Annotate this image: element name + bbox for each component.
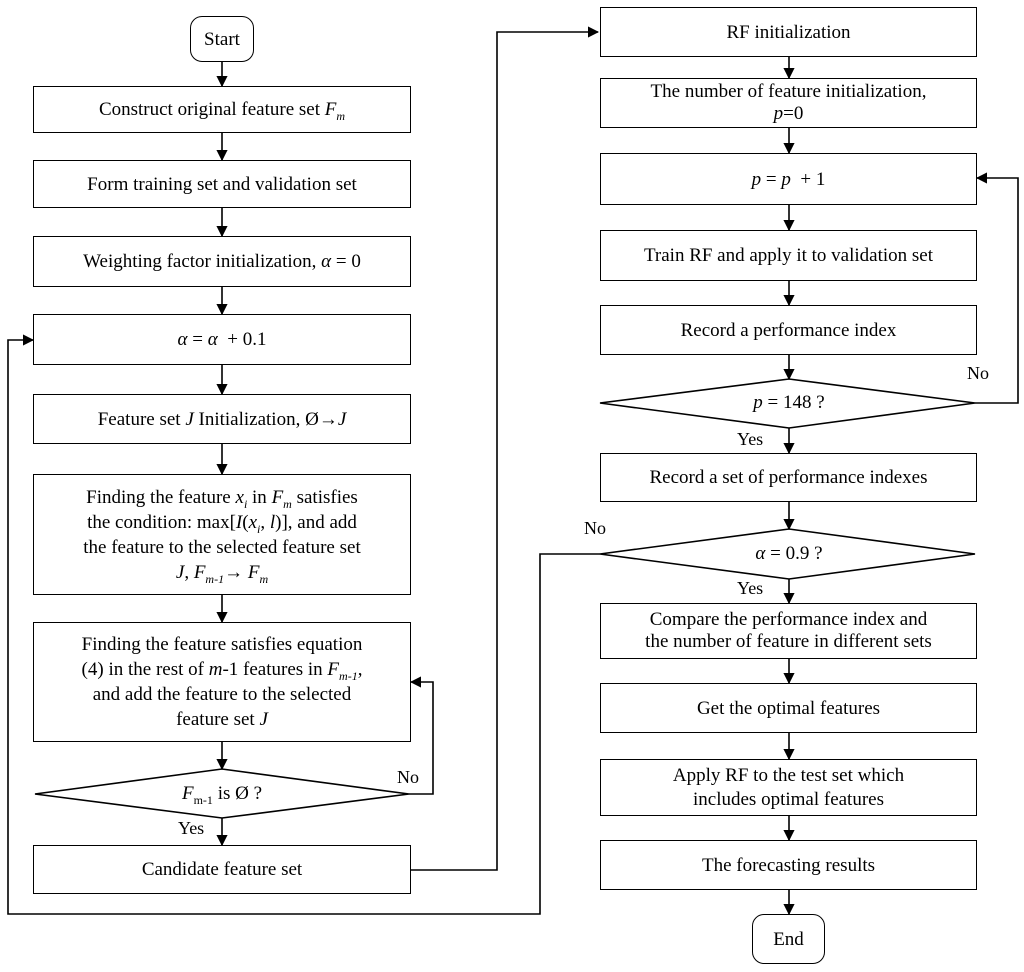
finding2-line1: Finding the feature satisfies equation: [81, 634, 363, 655]
finding2-line3: and add the feature to the selected: [92, 684, 352, 705]
end-label: End: [773, 928, 804, 950]
arrow-no-loop-pinc: [975, 172, 1019, 404]
finding1-line3: the feature to the selected feature set: [83, 536, 361, 558]
finding1-line2: the condition: max[I(xi, l)], and add: [87, 511, 357, 536]
compare-performance-box: Compare the performance index and the nu…: [600, 603, 977, 659]
optimal-features-box: Get the optimal features: [600, 683, 977, 733]
finding-feature-condition-box: Finding the feature xi in Fm satisfies t…: [33, 474, 411, 595]
weighting-init-box: Weighting factor initialization, α = 0: [33, 236, 411, 287]
decision-fm1-yes-label: Yes: [178, 818, 205, 838]
record-performance-index-box: Record a performance index: [600, 305, 977, 355]
rf-initialization-box: RF initialization: [600, 7, 977, 57]
start-terminal: Start: [190, 16, 254, 62]
forecasting-results-box: The forecasting results: [600, 840, 977, 890]
finding2-line4: feature set J: [176, 709, 268, 730]
arrow-no-loop-finding2: [409, 676, 434, 795]
start-label: Start: [204, 28, 240, 50]
var-m: m: [336, 108, 346, 123]
decision-diamond-alpha: [599, 528, 976, 580]
rf-init-label: RF initialization: [726, 21, 851, 43]
finding1-line4: J, Fm-1→ Fm: [175, 561, 269, 586]
record-label: Record a performance index: [680, 319, 897, 341]
candidate-feature-set-box: Candidate feature set: [33, 845, 411, 894]
decision-p-label: p = 148 ?: [753, 392, 825, 413]
decision-fm1-label: Fm-1 is Ø ?: [181, 783, 263, 807]
decision-alpha-yes-label: Yes: [737, 578, 764, 598]
decision-alpha-label: α = 0.9 ?: [755, 543, 823, 564]
train-label: Train RF and apply it to validation set: [643, 245, 934, 266]
num-init-line2: p=0: [773, 103, 804, 124]
forecast-label: The forecasting results: [701, 854, 876, 876]
finding2-line2: (4) in the rest of m-1 features in Fm-1,: [81, 659, 363, 683]
feature-set-j-init-box: Feature set J Initialization, Ø→J: [33, 394, 411, 444]
alpha-increment-box: α = α + 0.1: [33, 314, 411, 365]
optimal-label: Get the optimal features: [696, 697, 881, 719]
record-set-label: Record a set of performance indexes: [649, 467, 928, 488]
form-label: Form training set and validation set: [87, 173, 357, 195]
construct-feature-set-box: Construct original feature set Fm: [33, 86, 411, 133]
decision-p-yes-label: Yes: [737, 429, 764, 449]
init-j-mid: Initialization, Ø: [193, 408, 319, 430]
record-set-performance-box: Record a set of performance indexes: [600, 453, 977, 502]
var-alpha: α: [321, 251, 332, 272]
compare-line1: Compare the performance index and: [649, 609, 928, 630]
var-alpha: α: [207, 329, 218, 350]
arrow-no-loop-alpha: [7, 334, 600, 915]
apply-line1: Apply RF to the test set which: [672, 764, 905, 786]
decision-fm1-no-label: No: [397, 767, 419, 787]
form-training-set-box: Form training set and validation set: [33, 160, 411, 208]
feature-number-init-box: The number of feature initialization, p=…: [600, 78, 977, 128]
train-rf-box: Train RF and apply it to validation set: [600, 230, 977, 281]
apply-rf-test-box: Apply RF to the test set which includes …: [600, 759, 977, 816]
end-terminal: End: [752, 914, 825, 964]
candidate-label: Candidate feature set: [141, 859, 303, 880]
equals-sign: =: [187, 329, 208, 350]
alpha-step: + 0.1: [217, 329, 267, 350]
var-J: J: [185, 408, 194, 430]
weighting-value: = 0: [331, 251, 361, 272]
construct-label: Construct original feature set: [98, 99, 325, 120]
finding1-line1: Finding the feature xi in Fm satisfies: [86, 486, 358, 511]
var-J: J: [337, 408, 347, 430]
compare-line2: the number of feature in different sets: [645, 631, 932, 652]
p-increment-box: p = p + 1: [600, 153, 977, 205]
init-j-label: Feature set: [97, 408, 186, 430]
arrow-candidate-to-rf: [409, 26, 600, 871]
arrow-glyph: →: [318, 408, 338, 430]
decision-alpha-no-label: No: [584, 518, 606, 538]
num-init-line1: The number of feature initialization,: [650, 81, 927, 102]
apply-line2: includes optimal features: [693, 788, 884, 810]
weighting-label: Weighting factor initialization,: [83, 251, 322, 272]
var-F: F: [324, 99, 337, 120]
decision-p-no-label: No: [967, 363, 989, 383]
finding-feature-equation-box: Finding the feature satisfies equation (…: [33, 622, 411, 742]
var-alpha: α: [177, 329, 188, 350]
